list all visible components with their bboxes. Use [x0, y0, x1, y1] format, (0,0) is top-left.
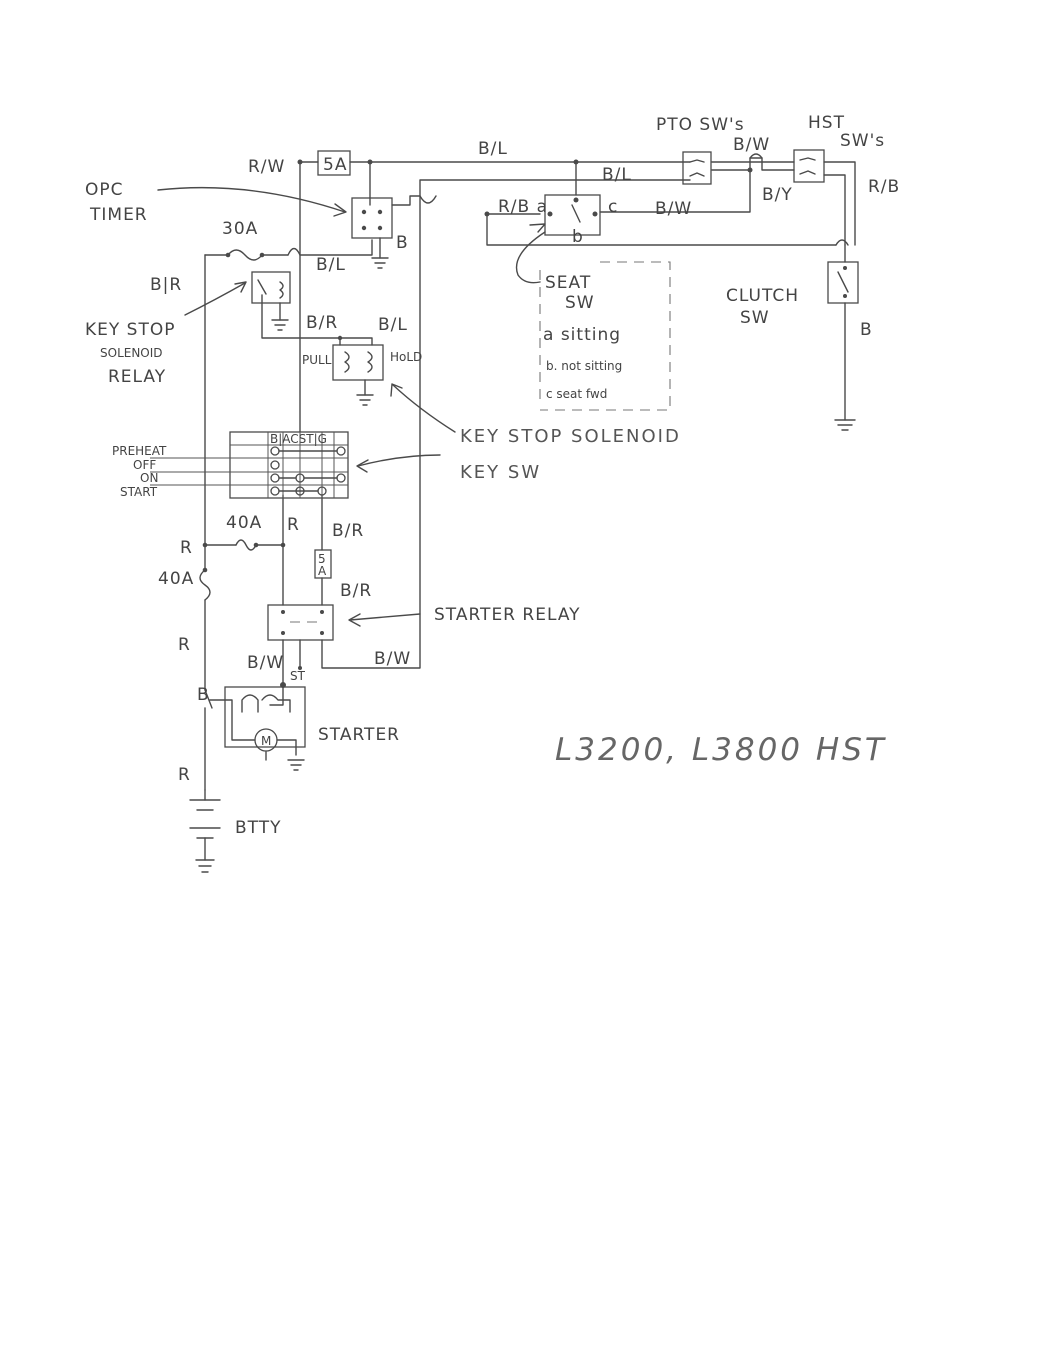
label-b-starter: B [197, 685, 210, 705]
label-pto-sws: PTO SW's [656, 115, 745, 135]
hst-switch [793, 149, 825, 183]
label-rw: R/W [248, 157, 285, 177]
label-br-ks: B/R [332, 521, 364, 541]
label-bl-top: B/L [478, 139, 508, 159]
label-r-left2: R [178, 635, 191, 655]
label-hst: HST [808, 113, 845, 133]
fuse-40a-horizontal [202, 539, 259, 551]
label-key-sw: KEY SW [460, 462, 541, 483]
label-seat-a: a sitting [543, 325, 621, 345]
pto-switch [682, 151, 712, 185]
label-r-left3: R [178, 765, 191, 785]
label-30a: 30A [222, 219, 258, 239]
label-bw-mid: B/W [655, 199, 692, 219]
label-opc: OPC [85, 180, 124, 200]
label-seat-sw-2: SW [565, 293, 595, 313]
label-starter-relay: STARTER RELAY [434, 605, 581, 625]
label-r-ks: R [287, 515, 300, 535]
key-stop-solenoid-relay [251, 271, 291, 331]
label-on: ON [140, 471, 158, 485]
label-relay: RELAY [108, 367, 166, 387]
key-stop-solenoid [332, 344, 384, 406]
wires [204, 153, 856, 791]
label-seat-b-desc: b. not sitting [546, 359, 622, 373]
label-40a-h: 40A [226, 513, 262, 533]
label-b-clutch: B [860, 320, 873, 340]
opc-timer [351, 197, 393, 269]
label-starter: STARTER [318, 725, 400, 745]
label-clutch-sw: SW [740, 308, 770, 328]
label-bl-left: B/L [316, 255, 346, 275]
label-seat-c-desc: c seat fwd [546, 387, 607, 401]
battery [189, 789, 221, 873]
fuse-5a-top: 5A [317, 150, 351, 176]
label-motor: M [261, 734, 271, 748]
label-pull: PULL [302, 353, 332, 367]
label-hold: HoLD [390, 350, 422, 364]
label-key-stop-solenoid: KEY STOP SOLENOID [460, 426, 681, 447]
label-seat-c: c [608, 197, 618, 217]
label-st: ST [290, 669, 306, 683]
label-rb-right: R/B [868, 177, 900, 197]
clutch-switch [827, 261, 859, 431]
key-switch [150, 431, 349, 499]
fuse-5a-low [314, 549, 332, 579]
label-40a-v: 40A [158, 569, 194, 589]
label-timer: TIMER [89, 205, 148, 225]
label-5a-low-1: 5 [318, 552, 326, 566]
label-by: B/Y [762, 185, 793, 205]
label-r-left1: R [180, 538, 193, 558]
label-seat-b: b [572, 227, 584, 247]
label-br-left: B|R [150, 275, 182, 295]
starter [204, 682, 306, 771]
labels: R/W B/L PTO SW's B/W HST SW's B/L R/B B/… [85, 113, 900, 838]
label-b-opc: B [396, 233, 409, 253]
label-key-stop: KEY STOP [85, 320, 176, 340]
seat-switch [544, 194, 601, 236]
fuse-5a-top-label: 5A [323, 155, 347, 175]
label-bw-top: B/W [733, 135, 770, 155]
model-title: L3200, L3800 HST [555, 732, 887, 768]
label-start: START [120, 485, 158, 499]
starter-relay [267, 604, 334, 641]
label-bw-low1: B/W [247, 653, 284, 673]
label-bl-mid2: B/L [378, 315, 408, 335]
fuse-30a [225, 249, 265, 261]
pointer-arrows [157, 186, 456, 627]
label-clutch: CLUTCH [726, 286, 799, 306]
label-rb-a: R/B a [498, 197, 548, 217]
label-bl-mid: B/L [602, 165, 632, 185]
label-bw-low2: B/W [374, 649, 411, 669]
label-ks-header: B|ACST|G [270, 432, 327, 446]
label-solenoid: SOLENOID [100, 346, 163, 360]
label-sws: SW's [840, 131, 885, 151]
fuse-40a-vertical [199, 567, 211, 601]
label-btty: BTTY [235, 818, 282, 838]
label-preheat: PREHEAT [112, 444, 167, 458]
seat-switch-legend-box [515, 223, 671, 411]
label-seat-sw-1: SEAT [545, 273, 591, 293]
label-5a-low-2: A [318, 564, 327, 578]
junction-dots [280, 159, 753, 670]
label-off: OFF [133, 458, 156, 472]
label-br-relay: B/R [340, 581, 372, 601]
label-br-mid: B/R [306, 313, 338, 333]
